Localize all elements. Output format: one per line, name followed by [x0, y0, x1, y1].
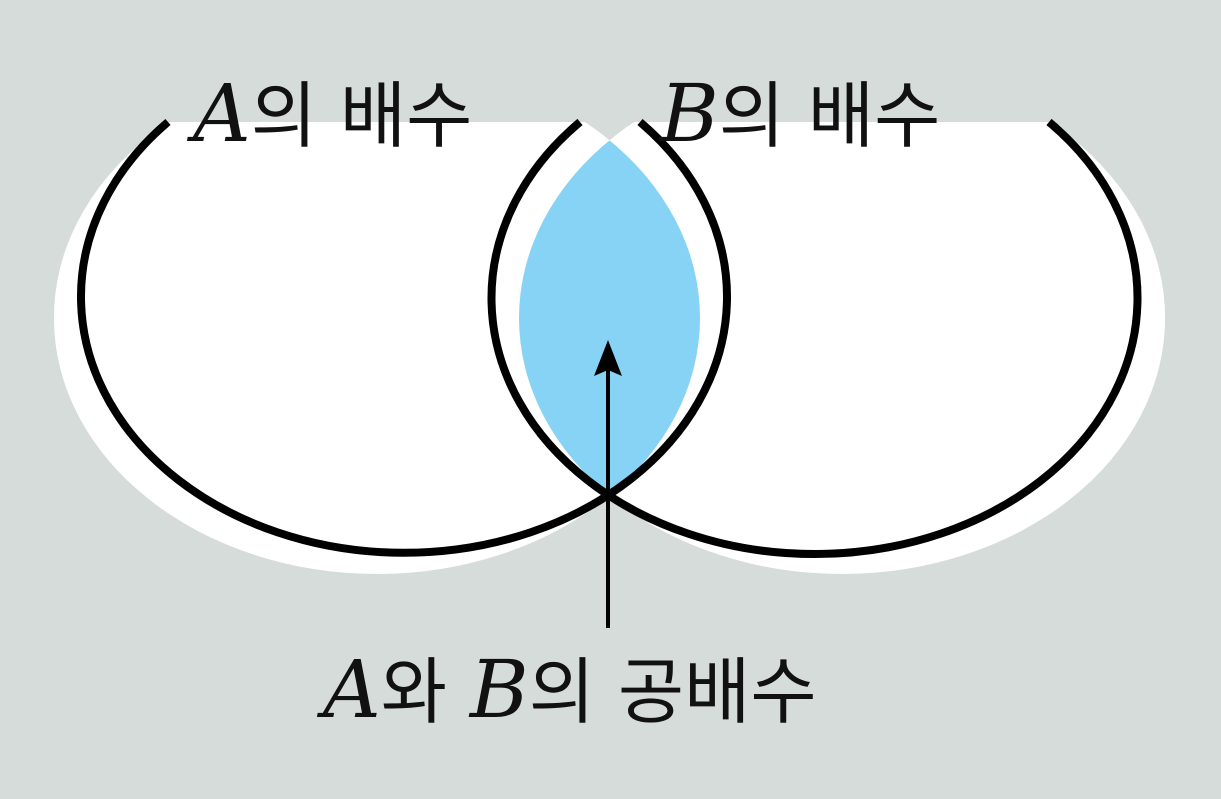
intersection-text: 의 공배수: [528, 650, 817, 734]
set-a-region: [54, 62, 700, 574]
intersection-joiner: 와: [380, 650, 470, 734]
set-b-var: B: [660, 67, 719, 160]
set-a-outline: [77, 118, 731, 557]
set-b-text: 의 배수: [718, 74, 941, 158]
set-a-var: A: [193, 67, 251, 160]
set-b-outline: [487, 118, 1142, 558]
set-a-text: 의 배수: [250, 74, 473, 158]
set-b-label: B의 배수: [660, 74, 940, 154]
set-a-label: A의 배수: [193, 74, 472, 154]
intersection-var-a: A: [323, 643, 381, 736]
set-b-region: [519, 62, 1165, 574]
intersection-label: A와 B의 공배수: [323, 650, 817, 730]
intersection-var-b: B: [469, 643, 529, 736]
arrow-head-icon: [594, 340, 622, 376]
top-band: [0, 0, 1221, 122]
